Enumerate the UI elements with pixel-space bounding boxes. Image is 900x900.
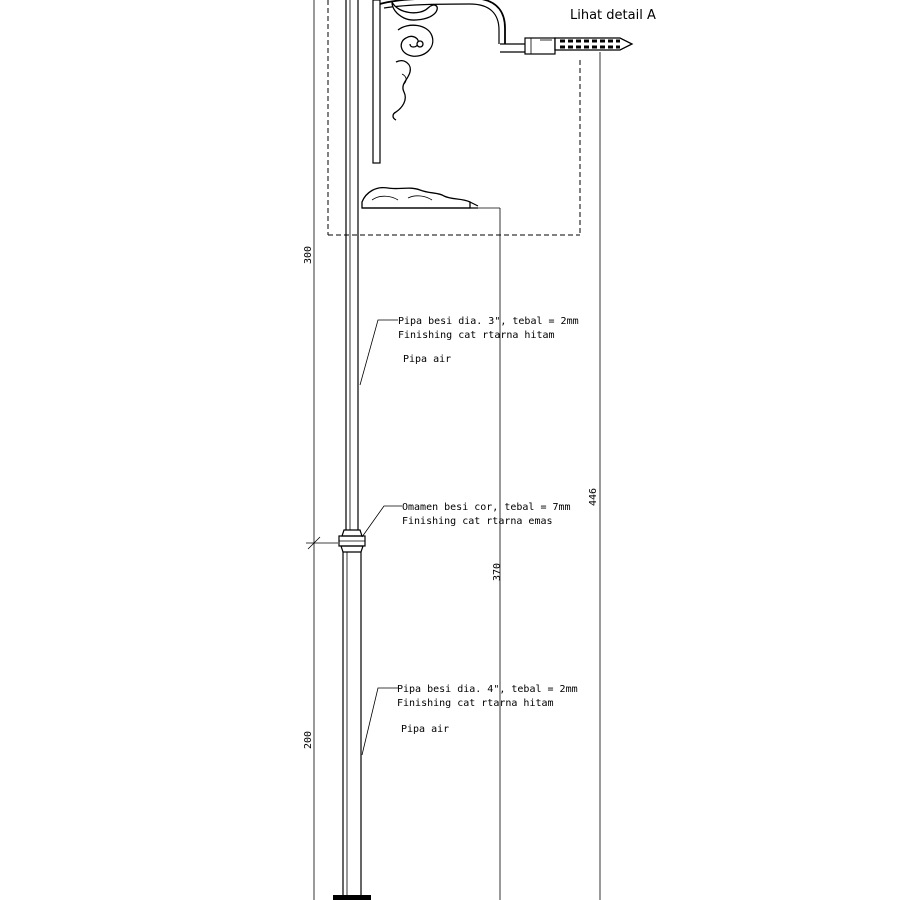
dimension-mid-height: 370	[492, 563, 503, 581]
scroll-ornament	[391, 1, 438, 121]
pole-collar	[338, 529, 366, 553]
base-ornament	[361, 186, 479, 209]
upper-pole	[345, 0, 359, 530]
note-ornament-spec: Omamen besi cor, tebal = 7mm	[402, 502, 571, 513]
note-leaders	[359, 319, 402, 756]
lower-pole	[342, 552, 362, 900]
left-dimension-line	[306, 0, 338, 900]
note-upper-pipe: Pipa besi dia. 3", tebal = 2mm Finishing…	[398, 316, 579, 365]
note-upper-pipe-spec: Pipa besi dia. 3", tebal = 2mm	[398, 316, 579, 327]
base-plate	[333, 895, 371, 900]
lamp-head	[500, 37, 634, 55]
note-lower-pipe: Pipa besi dia. 4", tebal = 2mm Finishing…	[397, 684, 578, 735]
note-lower-pipe-spec: Pipa besi dia. 4", tebal = 2mm	[397, 684, 578, 695]
detail-a-boundary	[327, 0, 581, 236]
note-lower-pipe-material: Pipa air	[401, 724, 449, 735]
dimension-total-height: 446	[588, 488, 599, 506]
detail-a-reference-label: Lihat detail A	[570, 8, 656, 23]
lamp-bracket	[372, 0, 506, 164]
note-upper-pipe-material: Pipa air	[403, 354, 451, 365]
note-upper-pipe-finish: Finishing cat rtarna hitam	[398, 330, 555, 341]
note-ornament-finish: Finishing cat rtarna emas	[402, 516, 553, 527]
dimension-lower-pole: 200	[303, 731, 314, 749]
note-lower-pipe-finish: Finishing cat rtarna hitam	[397, 698, 554, 709]
note-ornament: Omamen besi cor, tebal = 7mm Finishing c…	[402, 502, 571, 527]
dimension-upper-pole: 300	[303, 246, 314, 264]
